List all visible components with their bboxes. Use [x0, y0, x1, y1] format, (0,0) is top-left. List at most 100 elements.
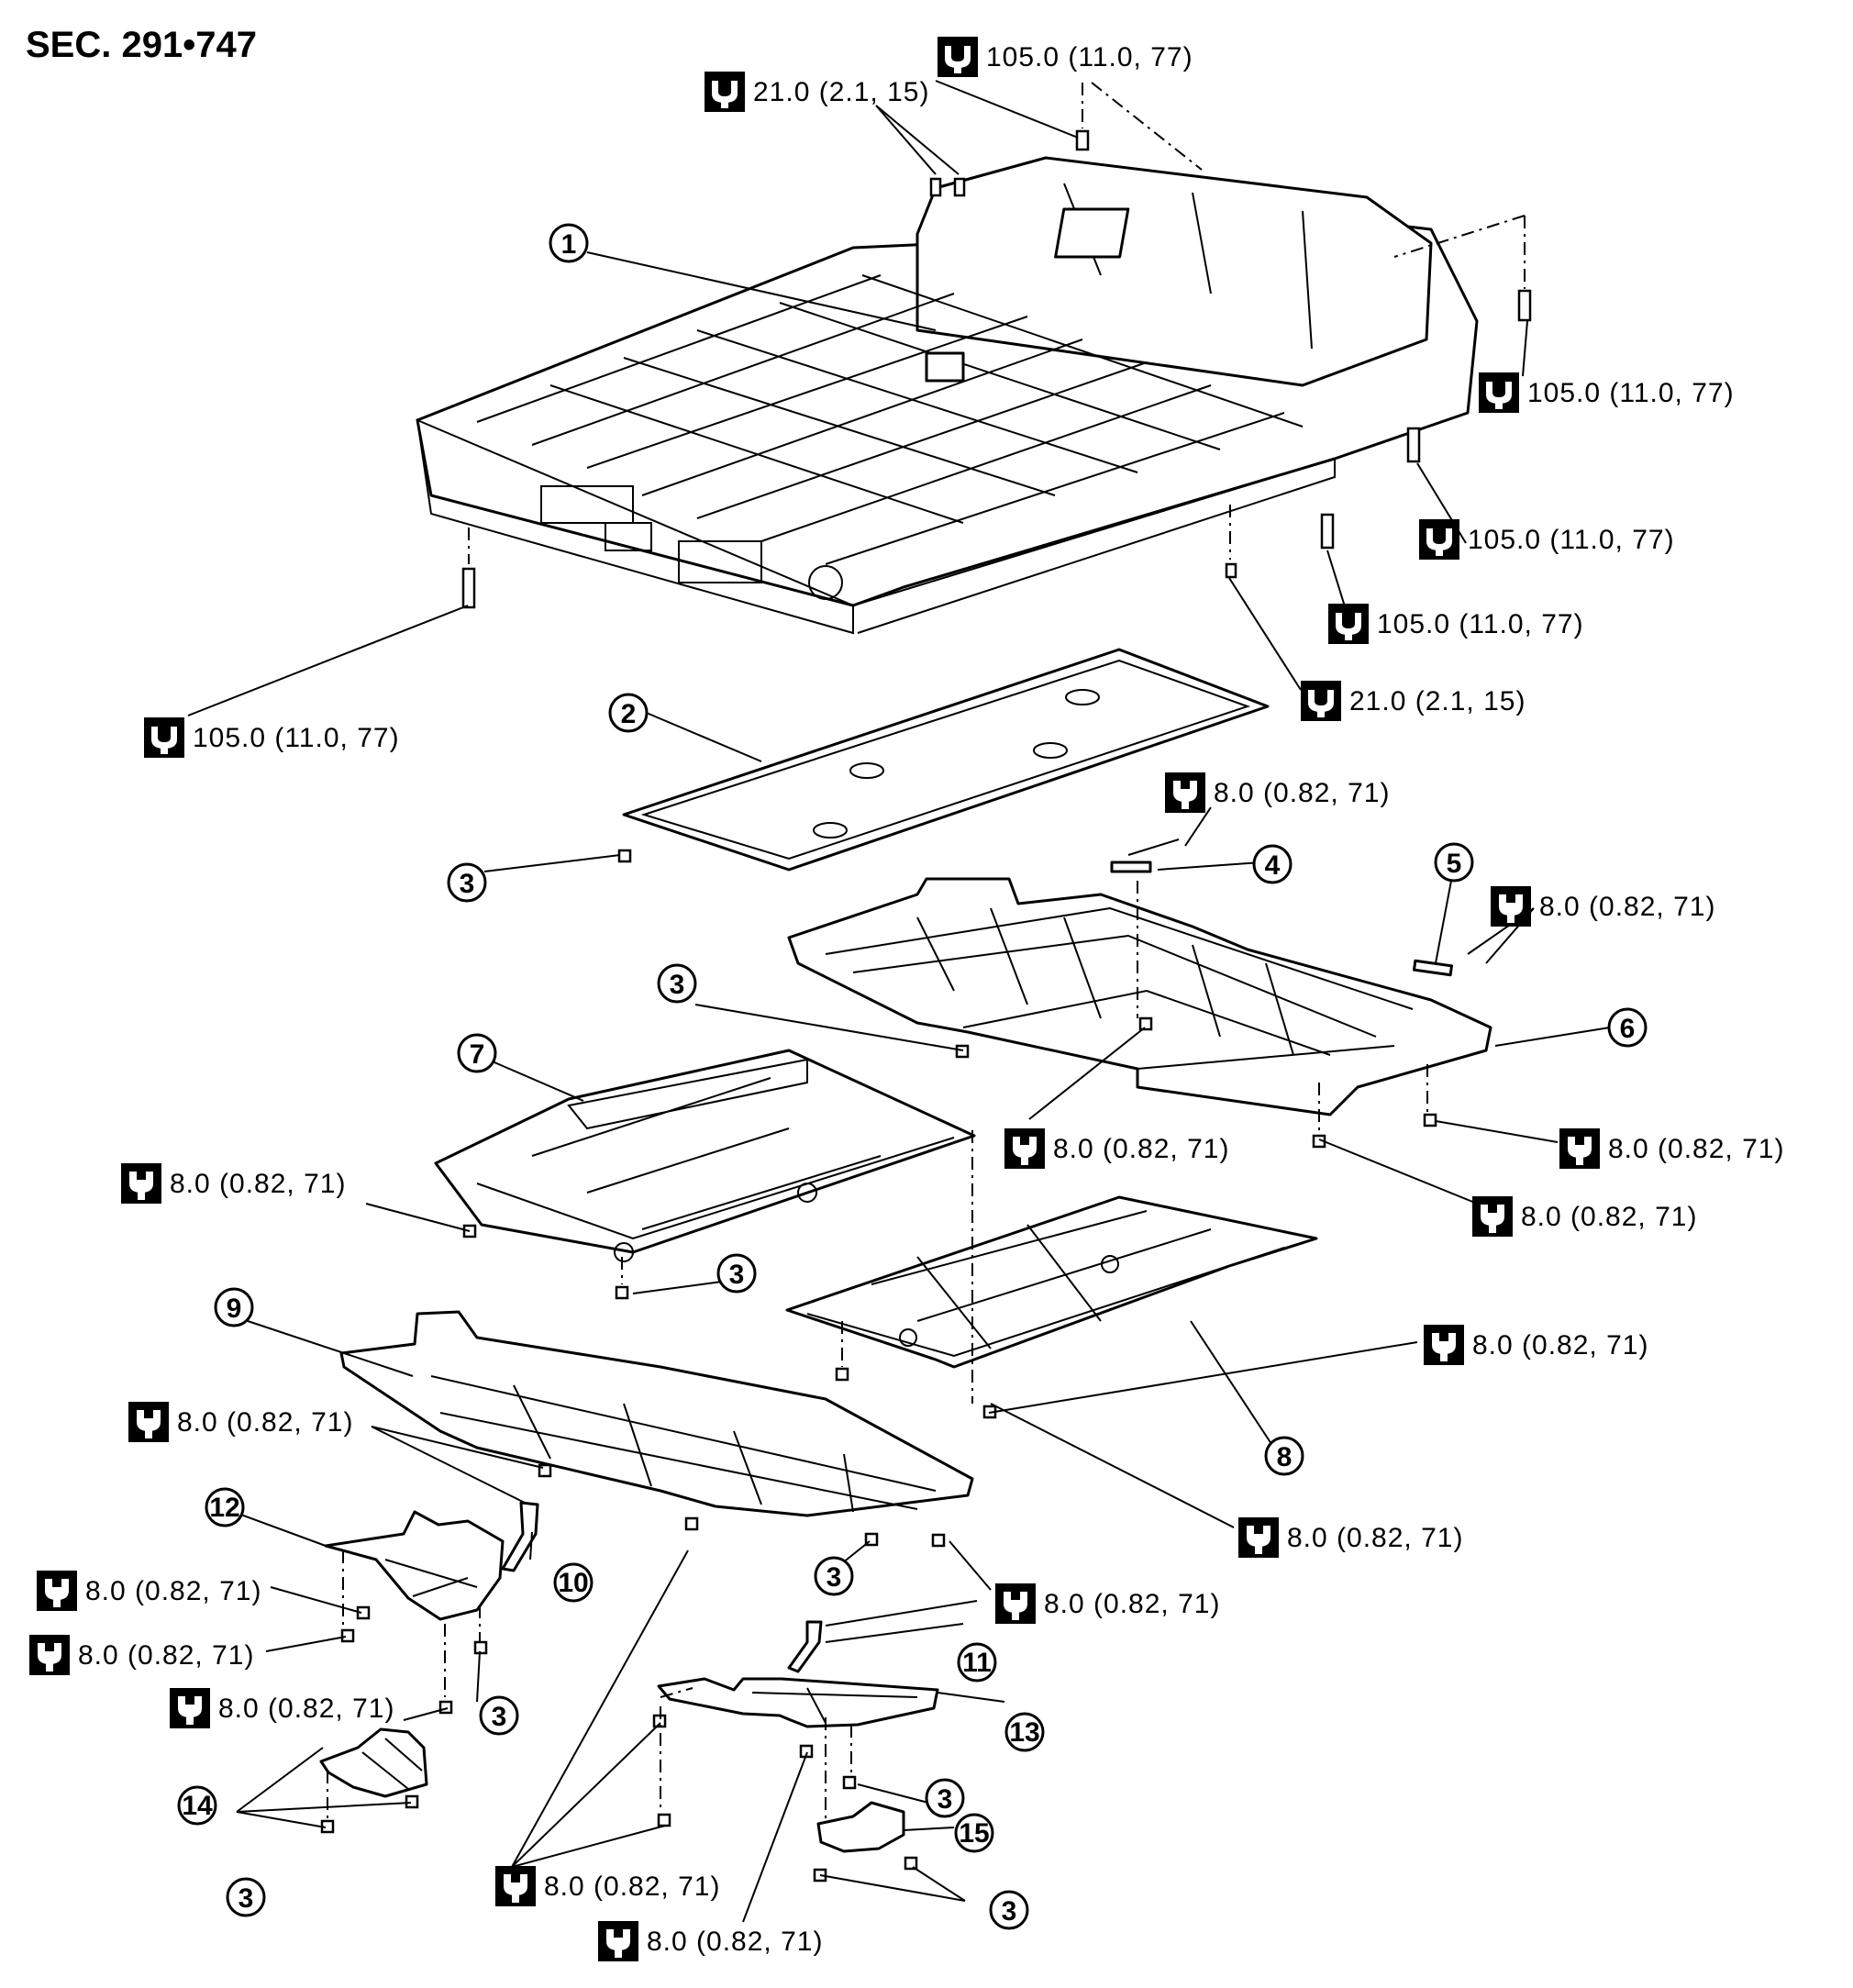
- callout-number: 3: [460, 869, 475, 899]
- callout-15: 15: [954, 1813, 994, 1853]
- torque-label-105-right2: 105.0 (11.0, 77): [1419, 519, 1674, 560]
- callout-10: 10: [553, 1562, 594, 1603]
- torque-value: 8.0 (0.82, 71): [1521, 1202, 1697, 1232]
- torque-label-105-left: 105.0 (11.0, 77): [144, 717, 400, 758]
- callout-12: 12: [205, 1487, 245, 1527]
- battery-pack: [416, 156, 1479, 635]
- rear-under-cover: [339, 1310, 974, 1517]
- torque-label-8-o: 8.0 (0.82, 71): [598, 1921, 823, 1961]
- callout-number: 5: [1447, 849, 1462, 879]
- torque-label-8-m: 8.0 (0.82, 71): [995, 1583, 1220, 1624]
- torque-value: 105.0 (11.0, 77): [1377, 609, 1584, 639]
- torque-value: 8.0 (0.82, 71): [177, 1407, 353, 1438]
- bracket-11: [787, 1620, 823, 1673]
- callout-9: 9: [214, 1287, 254, 1327]
- bracket-15: [816, 1801, 905, 1853]
- torque-value: 8.0 (0.82, 71): [78, 1640, 254, 1671]
- torque-value: 8.0 (0.82, 71): [218, 1694, 394, 1724]
- gasket-plate: [622, 648, 1270, 872]
- callout-6: 6: [1607, 1007, 1648, 1048]
- torque-label-8-k: 8.0 (0.82, 71): [29, 1635, 254, 1675]
- callout-number: 12: [209, 1493, 239, 1523]
- upper-under-cover: [787, 877, 1492, 1116]
- callout-4: 4: [1252, 844, 1293, 884]
- callout-number: 11: [962, 1648, 992, 1678]
- torque-value: 8.0 (0.82, 71): [1608, 1134, 1784, 1164]
- torque-label-8-c: 8.0 (0.82, 71): [1004, 1128, 1229, 1169]
- bracket-10: [501, 1501, 539, 1572]
- callout-number: 2: [621, 699, 637, 729]
- callout-11: 11: [957, 1642, 997, 1683]
- callout-number: 3: [1002, 1896, 1017, 1927]
- callout-number: 3: [239, 1883, 254, 1914]
- bracket-12: [324, 1510, 505, 1621]
- front-under-cover: [434, 1049, 976, 1262]
- callout-number: 6: [1620, 1014, 1636, 1044]
- torque-value: 105.0 (11.0, 77): [193, 723, 400, 753]
- torque-value: 8.0 (0.82, 71): [1053, 1134, 1229, 1164]
- torque-label-105-right1: 105.0 (11.0, 77): [1479, 372, 1735, 413]
- torque-label-8-b: 8.0 (0.82, 71): [1491, 886, 1715, 927]
- callout-3-e: 3: [479, 1695, 519, 1736]
- torque-value: 8.0 (0.82, 71): [1044, 1589, 1220, 1619]
- torque-value: 8.0 (0.82, 71): [647, 1927, 823, 1957]
- callout-13: 13: [1004, 1712, 1045, 1752]
- callout-number: 3: [938, 1784, 953, 1815]
- callout-3-b: 3: [657, 963, 697, 1004]
- callout-2: 2: [608, 693, 649, 733]
- torque-label-8-d: 8.0 (0.82, 71): [1559, 1128, 1784, 1169]
- callout-number: 3: [670, 970, 685, 1000]
- bracket-14: [319, 1727, 428, 1798]
- callout-number: 8: [1277, 1442, 1293, 1472]
- leader-lines: [187, 80, 1611, 1923]
- callout-number: 3: [492, 1702, 507, 1732]
- callout-7: 7: [457, 1033, 497, 1073]
- torque-label-8-e: 8.0 (0.82, 71): [1472, 1196, 1697, 1237]
- callout-3-c: 3: [716, 1253, 757, 1294]
- torque-label-8-l: 8.0 (0.82, 71): [170, 1688, 394, 1728]
- torque-value: 105.0 (11.0, 77): [1527, 378, 1735, 408]
- callout-number: 14: [182, 1791, 213, 1821]
- torque-value: 8.0 (0.82, 71): [1472, 1330, 1648, 1361]
- callout-3-a: 3: [447, 862, 487, 903]
- torque-label-8-g: 8.0 (0.82, 71): [1424, 1325, 1648, 1365]
- torque-label-105-top: 105.0 (11.0, 77): [938, 37, 1193, 77]
- torque-label-8-h: 8.0 (0.82, 71): [1238, 1517, 1463, 1558]
- callout-3-f: 3: [925, 1778, 965, 1818]
- torque-label-21-top: 21.0 (2.1, 15): [705, 72, 929, 112]
- callout-3-d: 3: [814, 1556, 854, 1596]
- assembly-lines: [327, 82, 1526, 1821]
- callout-number: 4: [1265, 850, 1281, 881]
- torque-label-8-a: 8.0 (0.82, 71): [1165, 772, 1390, 813]
- callout-3-h: 3: [989, 1890, 1029, 1930]
- torque-value: 8.0 (0.82, 71): [170, 1169, 346, 1199]
- torque-value: 8.0 (0.82, 71): [1539, 892, 1715, 922]
- callout-number: 15: [959, 1818, 989, 1849]
- callouts: 1 2 3 4 5 3 6 7 3 9 8 12 10 3 11 3 13 14…: [177, 223, 1648, 1930]
- torque-value: 8.0 (0.82, 71): [1287, 1523, 1463, 1553]
- torque-label-8-j: 8.0 (0.82, 71): [37, 1571, 261, 1611]
- center-under-cover: [785, 1195, 1318, 1369]
- torque-label-8-n: 8.0 (0.82, 71): [495, 1866, 720, 1906]
- callout-number: 3: [827, 1562, 842, 1593]
- callout-5: 5: [1434, 842, 1474, 883]
- torque-label-105-right3: 105.0 (11.0, 77): [1328, 604, 1584, 644]
- callout-number: 9: [227, 1294, 242, 1324]
- callout-number: 10: [558, 1568, 588, 1598]
- torque-value: 8.0 (0.82, 71): [85, 1576, 261, 1606]
- callout-number: 1: [561, 229, 577, 260]
- bracket-5: [1412, 959, 1454, 977]
- bracket-4: [1110, 861, 1152, 873]
- torque-label-8-f: 8.0 (0.82, 71): [121, 1163, 346, 1204]
- torque-value: 8.0 (0.82, 71): [544, 1871, 720, 1902]
- callout-number: 3: [729, 1260, 745, 1290]
- bracket-13: [657, 1677, 939, 1728]
- callout-1: 1: [549, 223, 589, 263]
- torque-value: 21.0 (2.1, 15): [753, 77, 929, 107]
- torque-value: 105.0 (11.0, 77): [986, 42, 1193, 72]
- torque-label-21-right: 21.0 (2.1, 15): [1301, 681, 1525, 721]
- torque-value: 8.0 (0.82, 71): [1214, 778, 1390, 808]
- torque-labels: 105.0 (11.0, 77) 21.0 (2.1, 15) 105.0 (1…: [29, 37, 1784, 1961]
